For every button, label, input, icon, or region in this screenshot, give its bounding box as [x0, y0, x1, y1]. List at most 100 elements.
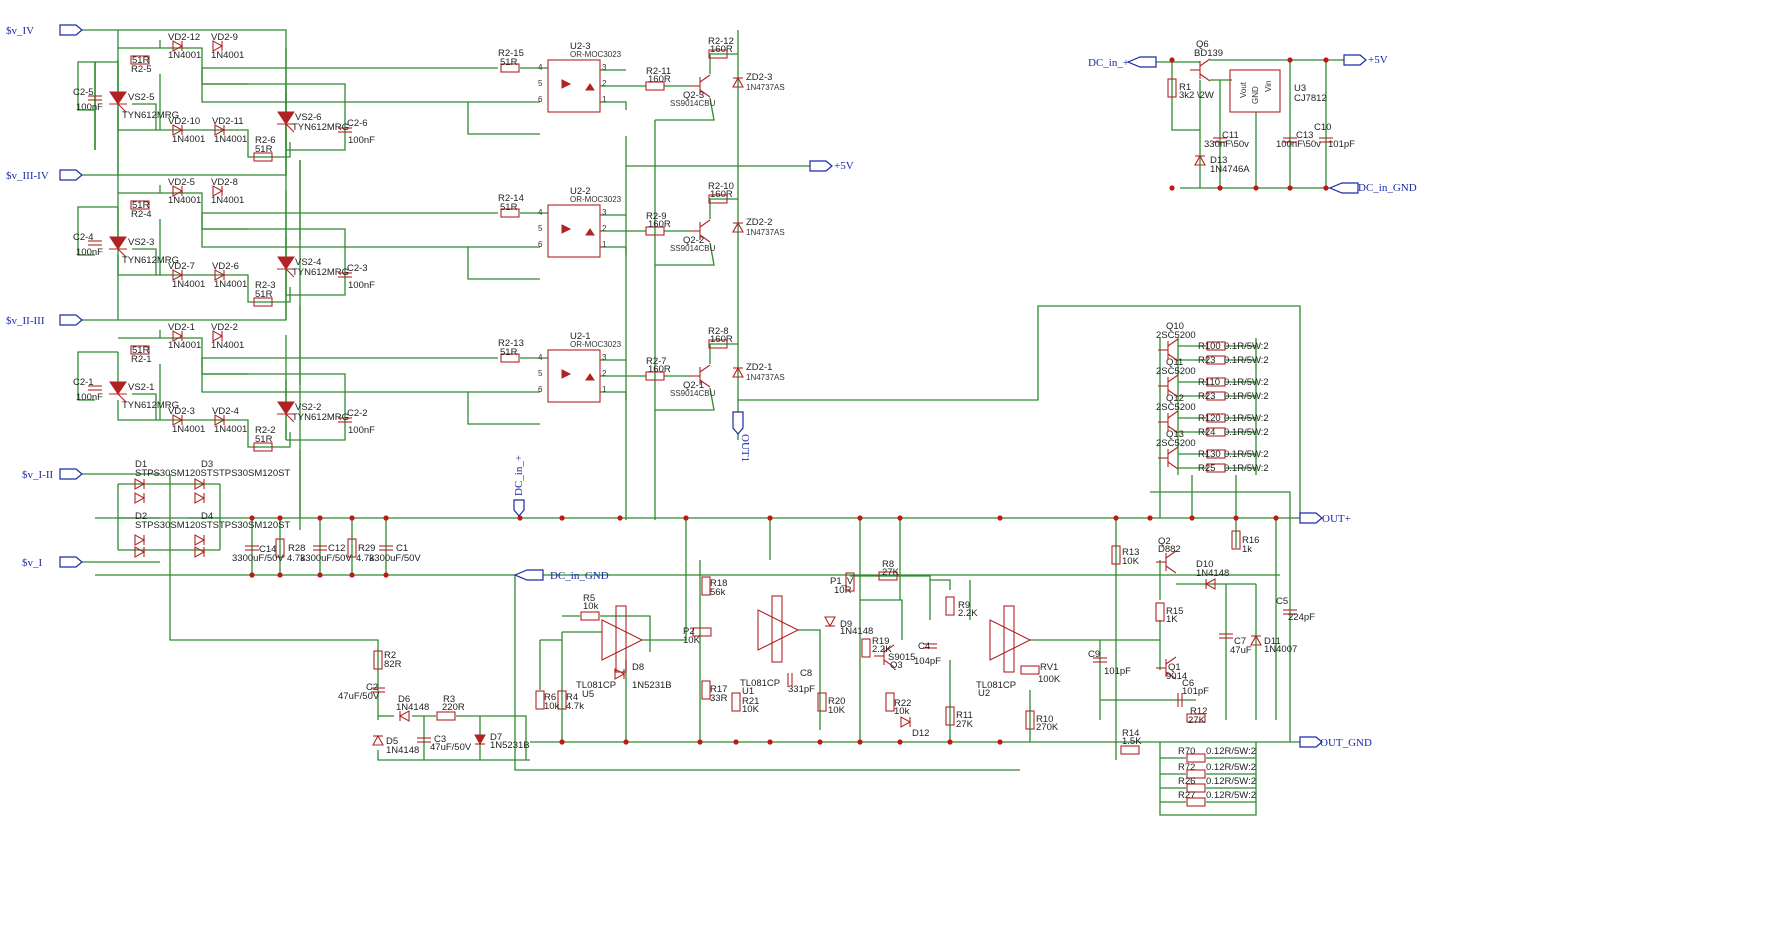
diode-d11	[1250, 634, 1262, 646]
label-n4001: 1N4001	[172, 424, 205, 435]
junction-dot	[317, 572, 323, 578]
pin-number: 5	[538, 369, 543, 378]
wire	[600, 101, 627, 110]
label-r2_2k: 2.2K	[872, 644, 892, 655]
label-n5231: 1N5231B	[632, 680, 672, 691]
label-u2: U2	[978, 688, 990, 699]
diode-vd2_3	[172, 414, 184, 426]
junction-dot	[997, 515, 1003, 521]
optocoupler-triac	[585, 228, 595, 236]
label-r8v: 27K	[882, 567, 900, 578]
label-nf100: 100nF	[348, 135, 375, 146]
port-dc_in_plus_mid	[513, 499, 525, 517]
opamp-pin-frame	[771, 595, 783, 663]
junction-dot	[1169, 185, 1175, 191]
label-d1: D1	[135, 459, 147, 470]
resistor-r12	[1186, 713, 1206, 723]
resistor-r8	[878, 571, 898, 581]
label-c2_3: C2-3	[347, 263, 368, 274]
transistor-emitter	[699, 89, 711, 98]
transistor-emitter	[1165, 671, 1177, 680]
label-r11: R11	[956, 710, 973, 721]
resistor-r11	[945, 706, 955, 726]
zener-zd2_3	[732, 76, 744, 88]
label-r0_12: 0.12R/5W:2	[1206, 790, 1256, 801]
label-r10k: 10K	[828, 705, 846, 716]
junction-dot	[683, 515, 689, 521]
thyristor-vs2_2	[277, 401, 295, 415]
resistor-r19	[861, 638, 871, 658]
wire	[201, 67, 498, 84]
label-rv1: RV1	[1040, 662, 1058, 673]
junction-dot	[897, 739, 903, 745]
zener-zd2_1	[732, 366, 744, 378]
label-vout: Vout	[1239, 81, 1248, 98]
label-c2_6: C2-6	[347, 118, 368, 129]
net-label-sv_iii_iv: $v_III-IV	[6, 170, 49, 182]
label-r4: R4	[566, 692, 578, 703]
resistor-r9	[945, 596, 955, 616]
diode-d1b	[134, 492, 146, 504]
port-sv_i_ii	[59, 468, 83, 480]
resistor-r2_1	[130, 345, 150, 355]
label-r2_7-value: 160R	[648, 364, 671, 375]
thyristor-gate	[285, 123, 295, 133]
junction-dot	[767, 739, 773, 745]
label-r14: R14	[1122, 728, 1139, 739]
label-n4001: 1N4001	[211, 340, 244, 351]
wire	[860, 599, 903, 640]
label-r2_11: R2-11	[646, 66, 671, 77]
label-r27: R27	[1178, 790, 1195, 801]
transistor-collector	[699, 74, 711, 83]
wire	[169, 474, 379, 720]
wire	[201, 357, 498, 374]
label-vd2_8: VD2-8	[211, 177, 238, 188]
label-q2_2: Q2-2	[683, 235, 704, 246]
label-r2_8-value: 160R	[710, 334, 733, 345]
label-r6: R6	[544, 692, 556, 703]
label-gnd: GND	[1251, 86, 1260, 104]
net-label-dc_in_gnd_mid: DC_in_GND	[550, 570, 609, 582]
net-label-sv_i: $v_I	[22, 557, 43, 569]
transistor-collector	[1167, 338, 1179, 347]
label-d6: D6	[398, 694, 410, 705]
label-r2_2-value: 51R	[255, 434, 273, 445]
resistor-r110	[1206, 377, 1226, 387]
wire	[1150, 491, 1291, 742]
diode-d2b	[134, 546, 146, 558]
label-r10: R10	[1036, 714, 1053, 725]
label-r10k2: 10k	[894, 706, 910, 717]
label-p2v: 10K	[683, 635, 701, 646]
wire	[77, 206, 95, 256]
label-r2_14-value: 51R	[500, 202, 518, 213]
wire	[156, 419, 291, 448]
label-q2_3: Q2-3	[683, 90, 704, 101]
junction-dot	[1217, 185, 1223, 191]
label-c3: C3	[434, 734, 446, 745]
junction-dot	[1287, 57, 1293, 63]
label-nf100: 100nF	[348, 425, 375, 436]
junction-dot	[697, 739, 703, 745]
resistor-r2_12	[708, 49, 728, 59]
label-tyn: TYN612MRG	[292, 412, 349, 423]
label-n4007: 1N4007	[1264, 644, 1297, 655]
label-r1v: 3k2 \2W	[1179, 90, 1214, 101]
junction-dot	[1113, 515, 1119, 521]
junction-dot	[1287, 185, 1293, 191]
resistor-r2_10	[708, 194, 728, 204]
label-tyn: TYN612MRG	[122, 400, 179, 411]
label-vd2_12: VD2-12	[168, 32, 200, 43]
thyristor-gate	[285, 268, 295, 278]
diode-d9	[824, 616, 836, 628]
resistor-r6	[535, 690, 545, 710]
junction-dot	[767, 515, 773, 521]
label-r110: R110	[1198, 377, 1220, 388]
label-c2_5: C2-5	[73, 87, 94, 98]
zener-d7	[474, 734, 486, 746]
transistor-collector	[1167, 374, 1179, 383]
resistor-r2_8	[708, 339, 728, 349]
label-d5: D5	[386, 736, 398, 747]
ports	[59, 24, 1367, 748]
junction-dot	[517, 515, 523, 521]
label-r82: 82R	[384, 659, 402, 670]
